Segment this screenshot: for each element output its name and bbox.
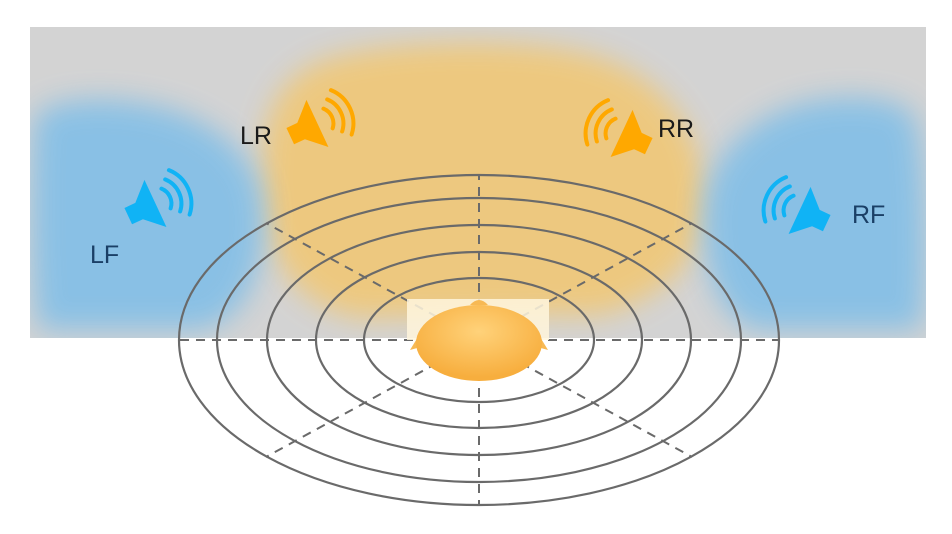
listener-head-icon [407,299,549,381]
label-right-front: RF [852,201,885,229]
label-left-front: LF [90,241,119,269]
label-right-rear: RR [658,115,694,143]
rear-sound-zone [262,43,705,318]
label-left-rear: LR [240,122,272,150]
